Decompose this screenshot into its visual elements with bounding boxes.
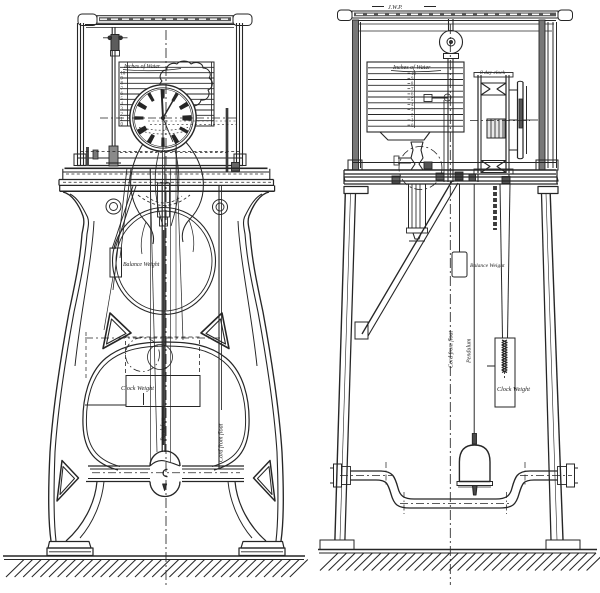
svg-text:Clock Weight: Clock Weight <box>121 385 154 392</box>
svg-text:10: 10 <box>121 72 126 77</box>
svg-text:6: 6 <box>411 93 414 98</box>
svg-text:10: 10 <box>411 72 416 77</box>
svg-text:9: 9 <box>121 77 124 82</box>
svg-text:8: 8 <box>121 82 124 87</box>
svg-text:Balance Weight: Balance Weight <box>470 263 505 269</box>
svg-text:7: 7 <box>411 87 414 92</box>
svg-text:0: 0 <box>411 124 414 129</box>
svg-text:Inches of Water: Inches of Water <box>123 63 161 70</box>
svg-text:5: 5 <box>121 97 124 102</box>
svg-text:Pendulum: Pendulum <box>161 417 167 442</box>
svg-text:Balance Weight: Balance Weight <box>123 262 160 268</box>
svg-text:3: 3 <box>411 108 414 113</box>
svg-text:Cord from float: Cord from float <box>218 423 225 462</box>
svg-text:8: 8 <box>411 82 414 87</box>
svg-text:2: 2 <box>411 113 414 118</box>
svg-text:0: 0 <box>121 122 124 127</box>
svg-text:6: 6 <box>121 92 124 97</box>
svg-text:1: 1 <box>411 119 414 124</box>
svg-text:J.W.P.: J.W.P. <box>388 5 403 11</box>
svg-text:1: 1 <box>121 117 124 122</box>
svg-text:8 day clock: 8 day clock <box>480 70 506 76</box>
svg-text:7: 7 <box>121 87 124 92</box>
svg-text:Clock Weight: Clock Weight <box>497 386 530 393</box>
svg-text:3: 3 <box>121 107 124 112</box>
svg-text:5: 5 <box>411 98 414 103</box>
svg-text:2: 2 <box>121 112 124 117</box>
svg-text:Cord from float: Cord from float <box>448 330 455 368</box>
svg-text:Pendulum: Pendulum <box>467 338 473 364</box>
svg-text:4: 4 <box>411 103 414 108</box>
svg-text:9: 9 <box>411 77 414 82</box>
svg-text:4: 4 <box>121 102 124 107</box>
svg-text:Inches of Water: Inches of Water <box>392 64 431 71</box>
